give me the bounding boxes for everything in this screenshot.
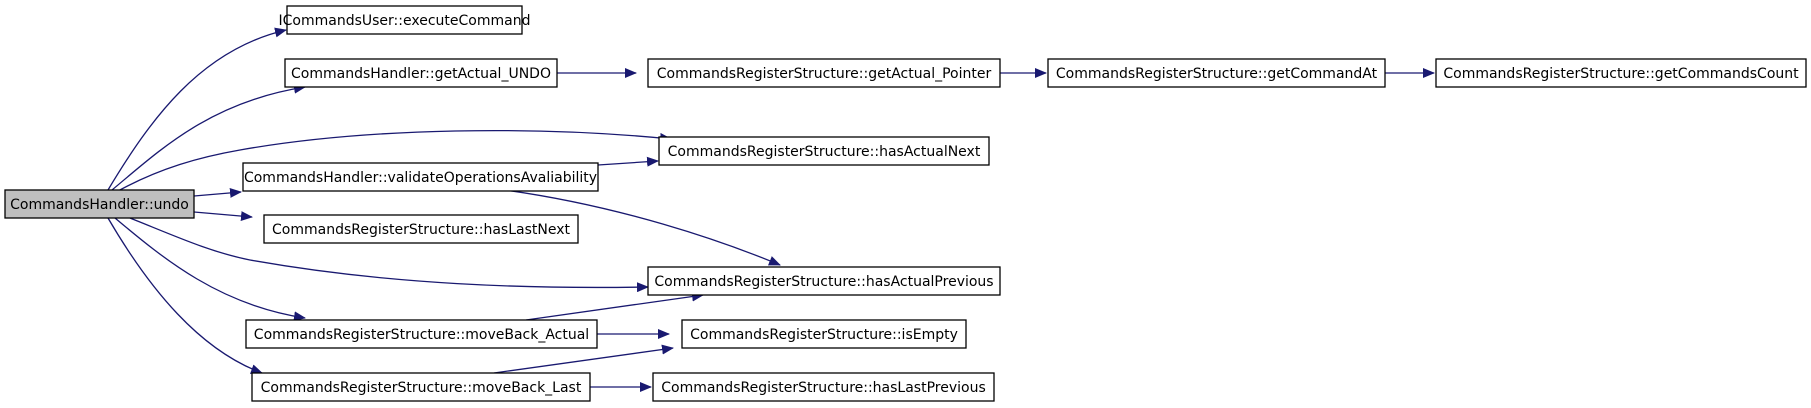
node-label: CommandsHandler::undo (10, 197, 189, 213)
node-label: CommandsRegisterStructure::hasActualNext (668, 144, 981, 160)
edge-undo-to-moveBackActual (114, 217, 306, 322)
edge-moveBackActual-to-hasActualPrevious (525, 291, 704, 321)
node-getActualUndo[interactable]: CommandsHandler::getActual_UNDO (284, 58, 558, 88)
node-label: CommandsRegisterStructure::hasLastPrevio… (661, 380, 986, 396)
node-label: CommandsRegisterStructure::hasActualPrev… (654, 274, 993, 290)
edge-undo-to-hasActualNext (117, 129, 672, 192)
node-hasLastNext[interactable]: CommandsRegisterStructure::hasLastNext (263, 214, 579, 244)
node-moveBackLast[interactable]: CommandsRegisterStructure::moveBack_Last (251, 372, 591, 402)
node-label: CommandsHandler::validateOperationsAvali… (244, 170, 597, 186)
edge-undo-to-validateOps (193, 187, 242, 198)
edge-undo-to-getActualUndo (111, 83, 306, 191)
node-hasLastPrevious[interactable]: CommandsRegisterStructure::hasLastPrevio… (652, 372, 995, 402)
edge-moveBackLast-to-isEmpty (493, 344, 674, 374)
node-label: CommandsRegisterStructure::getActual_Poi… (657, 66, 992, 82)
node-label: CommandsHandler::getActual_UNDO (291, 66, 551, 82)
node-label: CommandsRegisterStructure::moveBack_Actu… (254, 327, 589, 343)
node-moveBackActual[interactable]: CommandsRegisterStructure::moveBack_Actu… (245, 319, 598, 349)
edge-undo-to-executeCommand (107, 27, 287, 191)
edge-validateOps-to-hasActualNext (597, 156, 659, 167)
nodes: CommandsHandler::undo ICommandsUser::exe… (4, 5, 1807, 402)
edge-undo-to-hasLastNext (193, 211, 253, 222)
node-hasActualPrevious[interactable]: CommandsRegisterStructure::hasActualPrev… (647, 266, 1001, 296)
node-label: CommandsRegisterStructure::getCommandAt (1056, 66, 1378, 82)
node-label: CommandsRegisterStructure::isEmpty (690, 327, 958, 343)
node-getCommandAt[interactable]: CommandsRegisterStructure::getCommandAt (1047, 58, 1386, 88)
node-getCommandsCount[interactable]: CommandsRegisterStructure::getCommandsCo… (1435, 58, 1807, 88)
node-hasActualNext[interactable]: CommandsRegisterStructure::hasActualNext (658, 136, 990, 166)
node-validateOps[interactable]: CommandsHandler::validateOperationsAvali… (242, 162, 599, 192)
node-label: CommandsRegisterStructure::hasLastNext (272, 222, 570, 238)
node-getActualPointer[interactable]: CommandsRegisterStructure::getActual_Poi… (647, 58, 1001, 88)
edge-undo-to-hasActualPrevious (129, 217, 649, 293)
node-undo[interactable]: CommandsHandler::undo (4, 189, 195, 219)
edge-validateOps-to-hasActualPrevious (504, 189, 781, 266)
node-executeCommand[interactable]: ICommandsUser::executeCommand (279, 5, 531, 35)
node-isEmpty[interactable]: CommandsRegisterStructure::isEmpty (681, 319, 967, 349)
edges (107, 27, 1435, 392)
node-label: CommandsRegisterStructure::getCommandsCo… (1443, 66, 1799, 82)
node-label: ICommandsUser::executeCommand (279, 13, 531, 29)
edge-undo-to-moveBackLast (107, 217, 263, 374)
node-label: CommandsRegisterStructure::moveBack_Last (261, 380, 582, 396)
